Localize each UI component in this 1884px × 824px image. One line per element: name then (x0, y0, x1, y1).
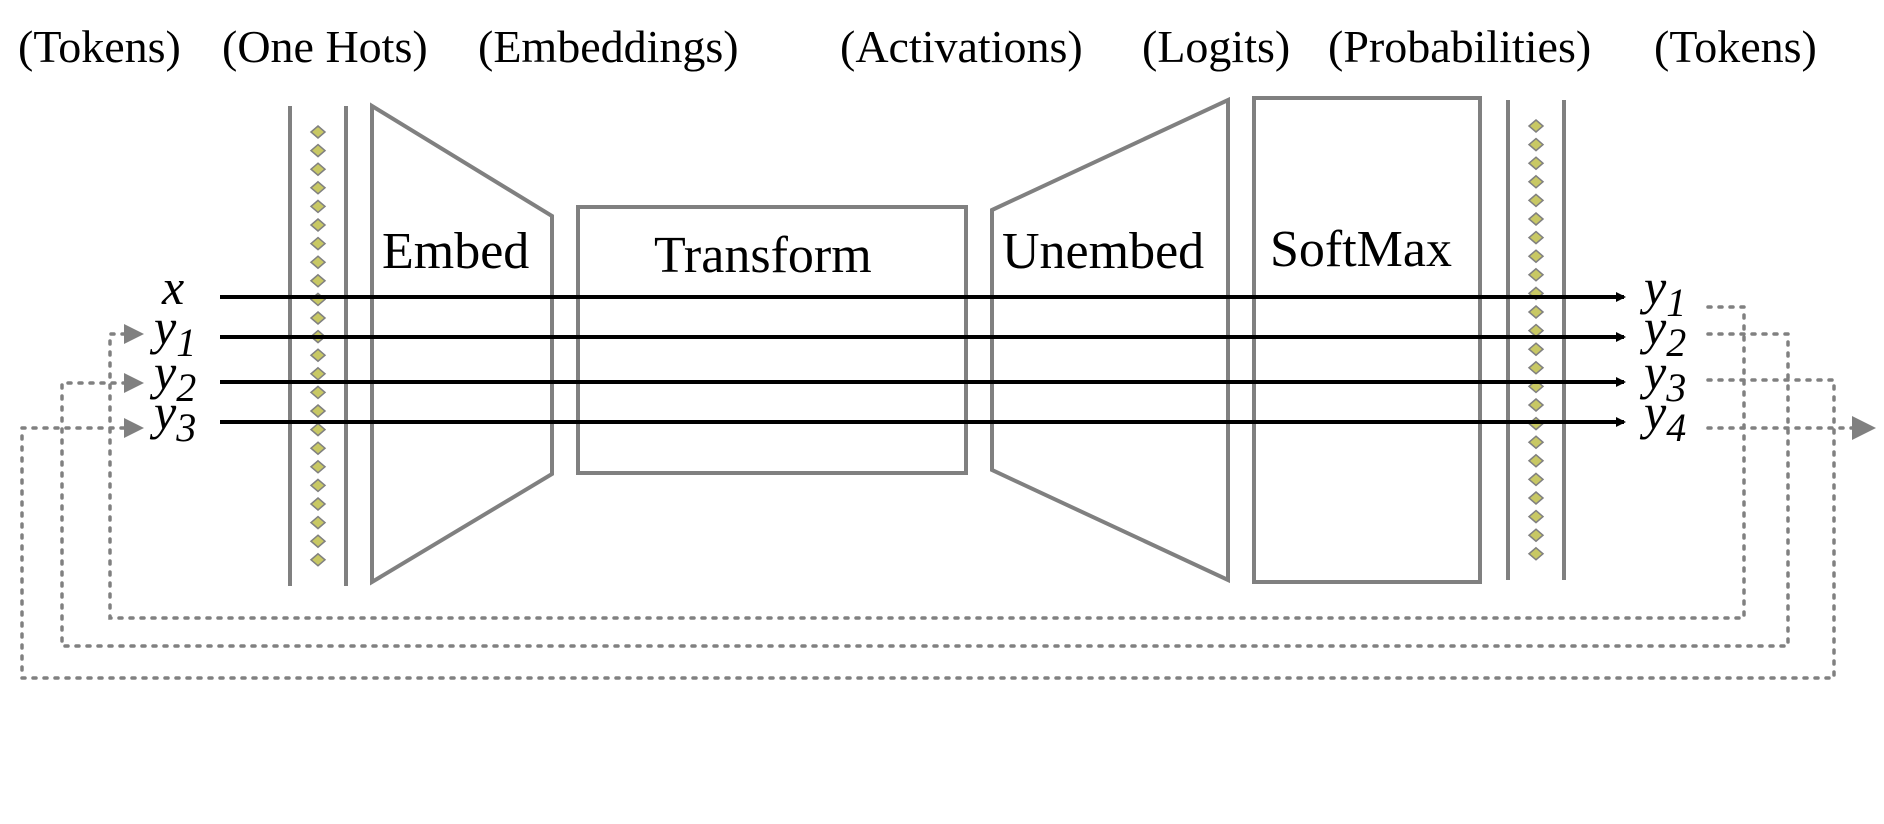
feedback-loop-y2 (60, 332, 1790, 648)
one-hot-diamond-left-15 (309, 404, 327, 418)
one-hot-diamond-left-5 (309, 218, 327, 232)
one-hot-diamond-right-10 (1527, 305, 1545, 319)
one-hot-diamond-left-23 (309, 552, 327, 567)
one-hot-diamond-right-20 (1527, 491, 1545, 505)
header-one-hots: (One Hots) (222, 21, 428, 72)
one-hot-diamond-right-0 (1527, 119, 1545, 133)
one-hot-diamond-left-16 (309, 422, 327, 437)
feedback-arrowhead-y2 (124, 373, 144, 393)
transform-label: Transform (654, 227, 872, 284)
embed-label: Embed (382, 223, 529, 280)
one-hot-diamonds-left (309, 125, 327, 567)
header-tokens-out: (Tokens) (1654, 21, 1817, 72)
input-token-x: x (161, 259, 184, 315)
header-tokens-in: (Tokens) (18, 21, 181, 72)
feedback-arrowhead-y4 (1852, 416, 1876, 440)
one-hot-diamond-right-15 (1527, 398, 1545, 412)
one-hot-diamond-left-14 (309, 385, 327, 400)
header-logits: (Logits) (1142, 21, 1290, 72)
one-hot-diamond-right-12 (1527, 342, 1545, 357)
one-hot-input-column (288, 106, 348, 586)
one-hot-diamond-right-4 (1527, 193, 1545, 208)
one-hot-diamond-left-10 (309, 311, 327, 325)
one-hot-diamond-left-4 (309, 199, 327, 214)
one-hot-diamond-right-3 (1527, 174, 1545, 189)
feedback-arrowhead-y3 (124, 418, 144, 438)
output-token-y2: y2 (1639, 299, 1686, 365)
transform-block (576, 205, 968, 475)
one-hot-diamond-left-22 (309, 534, 327, 549)
one-hot-diamond-right-23 (1527, 546, 1545, 561)
feedback-loop-y1 (108, 305, 1746, 620)
unembed-block (990, 96, 1230, 584)
output-token-y1: y1 (1639, 259, 1686, 325)
one-hot-diamond-left-8 (309, 273, 327, 288)
one-hot-diamond-left-18 (309, 459, 327, 474)
input-token-y1: y1 (149, 299, 196, 365)
one-hot-diamond-right-18 (1527, 453, 1545, 468)
output-token-y3: y3 (1639, 344, 1686, 410)
one-hot-diamond-right-11 (1527, 323, 1545, 338)
input-token-y3: y3 (149, 384, 196, 450)
softmax-block (1252, 96, 1482, 584)
one-hot-diamond-left-13 (309, 366, 327, 381)
input-token-y2: y2 (149, 344, 196, 410)
header-embeddings: (Embeddings) (478, 21, 739, 72)
one-hot-diamond-right-22 (1527, 528, 1545, 543)
one-hot-diamond-right-6 (1527, 230, 1545, 245)
one-hot-diamond-right-2 (1527, 156, 1545, 171)
one-hot-diamond-left-0 (309, 125, 327, 139)
unembed-label: Unembed (1002, 223, 1204, 280)
one-hot-diamond-left-21 (309, 515, 327, 530)
feedback-loop-y3 (20, 378, 1836, 680)
header-probabilities: (Probabilities) (1328, 21, 1591, 72)
one-hot-diamond-left-19 (309, 478, 327, 493)
one-hot-diamond-right-8 (1527, 267, 1545, 282)
one-hot-diamond-left-20 (309, 497, 327, 511)
one-hot-diamond-left-17 (309, 441, 327, 456)
one-hot-diamond-right-7 (1527, 249, 1545, 264)
output-token-y4: y4 (1639, 384, 1686, 450)
one-hot-diamond-right-21 (1527, 509, 1545, 524)
one-hot-diamond-right-19 (1527, 472, 1545, 487)
one-hot-diamond-left-2 (309, 162, 327, 177)
one-hot-diamond-right-13 (1527, 360, 1545, 375)
one-hot-diamonds-right (1527, 119, 1545, 561)
feedback-arrowhead-y1 (124, 324, 144, 344)
softmax-label: SoftMax (1270, 221, 1452, 278)
embed-block (370, 102, 554, 586)
one-hot-diamond-left-7 (309, 255, 327, 270)
one-hot-diamond-left-6 (309, 236, 327, 251)
one-hot-diamond-left-1 (309, 143, 327, 158)
one-hot-diamond-left-12 (309, 348, 327, 363)
one-hot-diamond-left-3 (309, 180, 327, 195)
one-hot-diamond-right-5 (1527, 212, 1545, 226)
header-activations: (Activations) (840, 21, 1083, 72)
one-hot-diamond-right-1 (1527, 137, 1545, 152)
one-hot-output-column (1506, 100, 1566, 580)
one-hot-diamond-right-17 (1527, 435, 1545, 450)
